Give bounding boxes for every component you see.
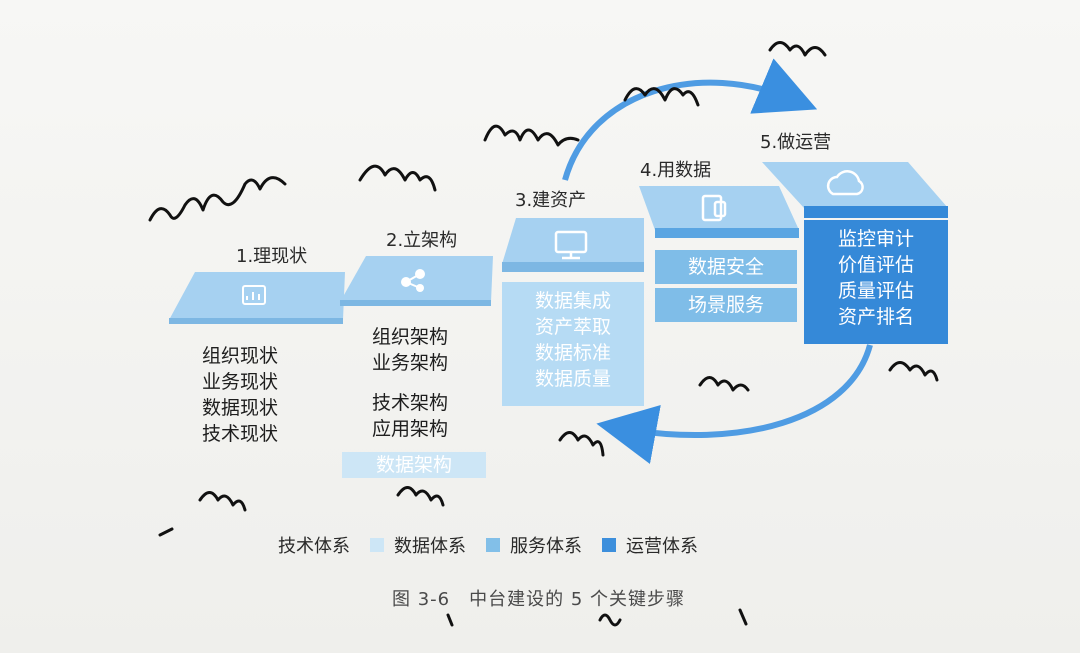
step3-top	[502, 218, 644, 272]
legend-swatch-ops	[602, 538, 616, 552]
step5-top	[762, 162, 948, 218]
chart-icon	[242, 285, 266, 305]
step4-band2: 场景服务	[655, 288, 797, 322]
step2-items-group2: 技术架构 应用架构	[350, 390, 470, 442]
step2-title: 2.立架构	[386, 230, 458, 251]
list-item: 技术现状	[201, 423, 278, 445]
list-item: 场景服务	[687, 294, 764, 316]
step1-items: 组织现状 业务现状 数据现状 技术现状	[180, 343, 300, 447]
tablet-icon	[701, 194, 727, 222]
legend: 技术体系 数据体系 服务体系 运营体系	[278, 532, 698, 558]
step2-top	[340, 256, 493, 306]
step5-title: 5.做运营	[760, 132, 832, 153]
list-item: 数据架构	[375, 454, 452, 476]
step5-body: 监控审计 价值评估 质量评估 资产排名	[804, 220, 948, 344]
step2-data-arch-band: 数据架构	[342, 452, 486, 478]
list-item: 技术架构	[371, 392, 448, 414]
step1-title: 1.理现状	[236, 246, 308, 267]
legend-label-data: 数据体系	[394, 536, 466, 557]
legend-swatch-service	[486, 538, 500, 552]
list-item: 应用架构	[371, 418, 448, 440]
legend-label-service: 服务体系	[510, 536, 582, 557]
list-item: 价值评估	[837, 254, 914, 276]
list-item: 数据标准	[534, 342, 611, 364]
step3-title: 3.建资产	[515, 190, 587, 211]
figure-caption: 图 3-6 中台建设的 5 个关键步骤	[392, 589, 686, 610]
list-item: 数据安全	[687, 256, 764, 278]
list-item: 数据现状	[201, 397, 278, 419]
monitor-icon	[554, 230, 588, 260]
list-item: 业务现状	[201, 371, 278, 393]
step4-top	[639, 186, 799, 238]
list-item: 数据集成	[534, 290, 611, 312]
step1-top	[169, 272, 345, 324]
hierarchy-icon	[401, 269, 425, 292]
legend-label-tech: 技术体系	[278, 536, 350, 557]
step3-body: 数据集成 资产萃取 数据标准 数据质量	[502, 282, 644, 406]
step4-band1: 数据安全	[655, 250, 797, 284]
legend-swatch-data	[370, 538, 384, 552]
step4-title: 4.用数据	[640, 160, 712, 181]
cloud-icon	[826, 170, 864, 196]
list-item: 组织现状	[201, 345, 278, 367]
list-item: 质量评估	[837, 280, 914, 302]
list-item: 数据质量	[534, 368, 611, 390]
list-item: 业务架构	[371, 352, 448, 374]
step5-items: 监控审计 价值评估 质量评估 资产排名	[804, 220, 948, 330]
list-item: 资产排名	[837, 306, 914, 328]
legend-label-ops: 运营体系	[626, 536, 698, 557]
bottom-cycle-arrow	[596, 344, 873, 464]
list-item: 资产萃取	[534, 316, 611, 338]
list-item: 组织架构	[371, 326, 448, 348]
top-cycle-arrow	[562, 58, 818, 181]
step3-items: 数据集成 资产萃取 数据标准 数据质量	[502, 282, 644, 392]
list-item: 监控审计	[837, 228, 914, 250]
step2-items-group1: 组织架构 业务架构	[350, 324, 470, 376]
